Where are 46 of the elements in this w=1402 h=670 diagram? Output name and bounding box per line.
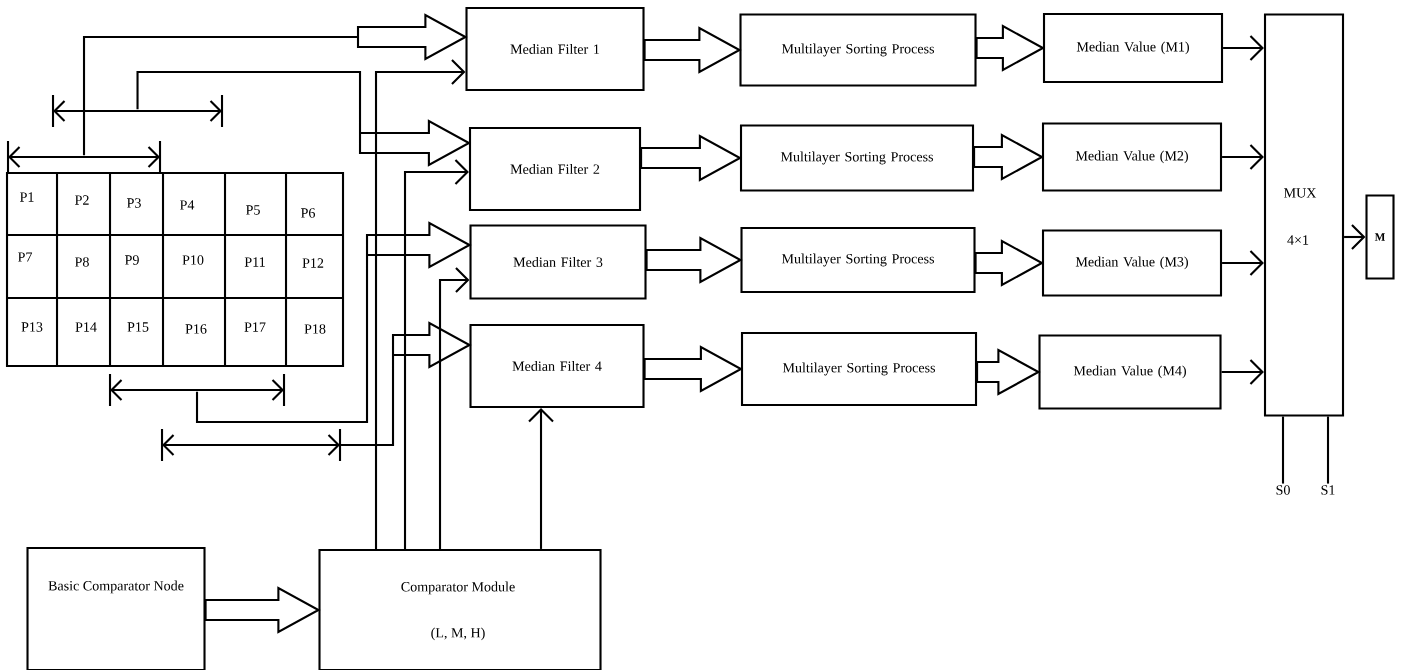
output-box: M [1365, 194, 1395, 280]
multiplexer-box: MUX 4×1 [1263, 13, 1345, 417]
window-bracket [160, 429, 342, 461]
value-box: Median Value (M2) [1041, 122, 1223, 192]
window-bracket [108, 374, 286, 406]
block-arrow [975, 24, 1046, 72]
block-arrow [643, 345, 744, 393]
block-arrow [643, 26, 742, 74]
arrow [374, 59, 466, 549]
block-arrow [973, 133, 1045, 181]
connector-line [1281, 416, 1285, 484]
filter-box: Median Filter 4 [469, 323, 645, 409]
block-arrow [204, 586, 321, 634]
sorting-box: Multilayer Sorting Process [739, 13, 977, 87]
block-arrow [974, 239, 1045, 287]
arrow [1222, 144, 1264, 170]
block-arrow [82, 13, 468, 157]
sorting-box: Multilayer Sorting Process [740, 226, 976, 294]
arrow [1223, 35, 1264, 61]
arrow [438, 267, 470, 549]
window-bracket [51, 95, 224, 127]
window-bracket [6, 141, 162, 173]
sorting-box: Multilayer Sorting Process [740, 331, 978, 407]
value-box: Median Value (M3) [1041, 229, 1223, 297]
block-arrow [645, 236, 743, 284]
block-arrow [640, 134, 743, 182]
connector-line [1326, 416, 1330, 484]
block-arrow [195, 221, 472, 424]
comparator-box: Comparator Module (L, M, H) [318, 548, 602, 670]
value-box: Median Value (M1) [1042, 12, 1224, 84]
filter-box: Median Filter 1 [465, 6, 645, 92]
filter-box: Median Filter 3 [469, 224, 647, 300]
value-box: Median Value (M4) [1038, 334, 1222, 410]
arrow [1221, 359, 1264, 385]
filter-box: Median Filter 2 [468, 126, 642, 212]
arrow [528, 408, 554, 549]
sorting-box: Multilayer Sorting Process [739, 124, 975, 192]
arrow [1222, 250, 1264, 276]
select-label: S0 [1276, 485, 1290, 495]
block-arrow [976, 348, 1041, 396]
arrow [403, 159, 469, 549]
pixel-grid: P1 P2 P3 P4 P5 P6 P7 P8 P9 P10 P11 P12 P13 P14 P15 P16 P17 P18 [5, 171, 345, 368]
block-arrow [339, 321, 472, 447]
comparator-box: Basic Comparator Node [26, 546, 206, 670]
block-arrow [136, 70, 472, 167]
select-label: S1 [1321, 485, 1335, 495]
